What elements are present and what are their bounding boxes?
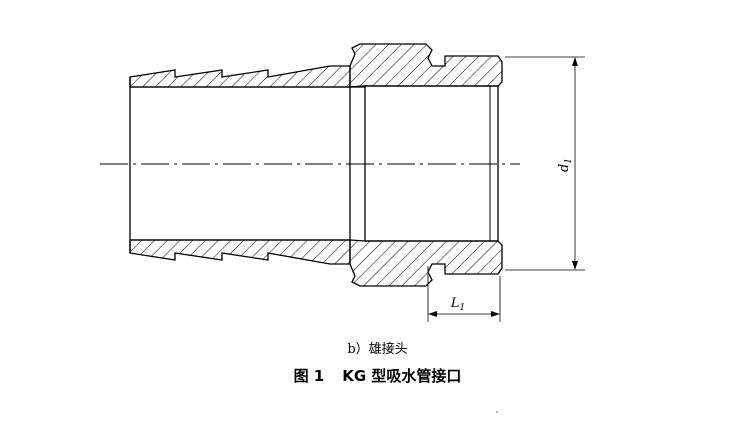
subfigure-caption: b）雄接头 [347, 342, 408, 357]
figure-number: 图 1 [293, 367, 325, 385]
upper-flange [349, 43, 503, 88]
upper-barb-wall [129, 65, 351, 88]
svg-text:d1: d1 [557, 158, 574, 172]
figure-name: KG 型吸水管接口 [342, 367, 462, 385]
socket-bore [364, 85, 499, 242]
l1-label: L1 [450, 296, 465, 313]
figure-title: 图 1 KG 型吸水管接口 [0, 365, 735, 386]
lower-barb-wall [129, 239, 351, 265]
d1-label: d1 [557, 158, 574, 172]
lower-flange [349, 239, 503, 287]
